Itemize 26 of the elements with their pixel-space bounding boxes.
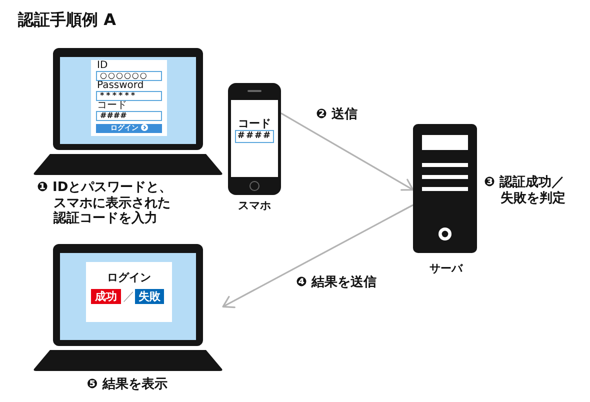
field-label: コード	[97, 100, 127, 112]
device-label: スマホ	[238, 199, 271, 212]
step-caption: ❺ 結果を表示	[86, 377, 168, 393]
input-field: ○○○○○○	[96, 71, 162, 81]
screen-heading: ログイン	[107, 271, 151, 284]
input-field: ******	[96, 91, 162, 101]
server	[413, 124, 477, 253]
slash-separator: ／	[123, 289, 135, 304]
failure-badge: 失敗	[135, 289, 164, 304]
success-badge: 成功	[91, 289, 121, 304]
edge-label: ❹ 結果を送信	[296, 275, 377, 291]
edge-label: ❷ 送信	[316, 107, 358, 123]
input-field: ####	[96, 111, 162, 121]
field-label: Password	[97, 80, 144, 92]
login-form	[91, 60, 167, 136]
arrow	[222, 204, 414, 308]
step-caption: ❶ IDとパスワードと、スマホに表示された認証コードを入力	[37, 180, 174, 227]
smartphone	[228, 83, 281, 195]
screen-label: コード	[238, 117, 271, 130]
title: 認証手順例 A	[18, 10, 116, 30]
code-display: ####	[235, 130, 274, 143]
result-panel	[86, 262, 172, 322]
step-caption: ❸ 認証成功／失敗を判定	[484, 175, 566, 206]
arrow	[280, 112, 414, 191]
field-label: ID	[97, 60, 108, 72]
device-label: サーバ	[430, 262, 462, 276]
